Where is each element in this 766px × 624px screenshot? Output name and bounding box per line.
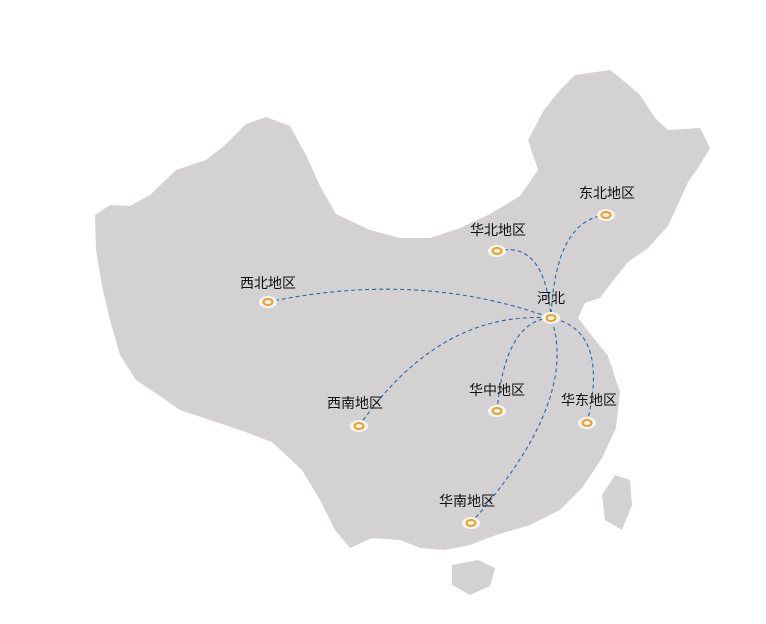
hainan-island: [452, 560, 495, 595]
route-xinan-to-hebei: [358, 316, 552, 427]
marker-xinan[interactable]: [350, 420, 368, 432]
route-huabei-to-hebei: [496, 249, 552, 319]
label-dongbei: 东北地区: [579, 186, 635, 202]
label-xinan: 西南地区: [327, 396, 383, 412]
route-huadong-to-hebei: [550, 317, 594, 424]
marker-xibei[interactable]: [259, 296, 277, 308]
marker-dongbei[interactable]: [597, 209, 615, 221]
label-xibei: 西北地区: [240, 276, 296, 292]
route-dongbei-to-hebei: [550, 214, 607, 319]
china-mainland: [95, 70, 710, 550]
label-huabei: 华北地区: [470, 223, 526, 239]
route-xibei-to-hebei: [267, 288, 552, 319]
label-huadong: 华东地区: [561, 393, 617, 409]
route-huazhong-to-hebei: [496, 317, 552, 412]
marker-huadong[interactable]: [578, 417, 596, 429]
route-huanan-to-hebei: [470, 317, 558, 524]
label-huazhong: 华中地区: [469, 383, 525, 399]
marker-hebei[interactable]: [542, 312, 560, 324]
marker-huazhong[interactable]: [488, 405, 506, 417]
taiwan-island: [602, 475, 632, 530]
marker-huabei[interactable]: [488, 245, 506, 257]
marker-huanan[interactable]: [462, 517, 480, 529]
label-huanan: 华南地区: [439, 494, 495, 510]
label-hebei: 河北: [537, 291, 565, 307]
